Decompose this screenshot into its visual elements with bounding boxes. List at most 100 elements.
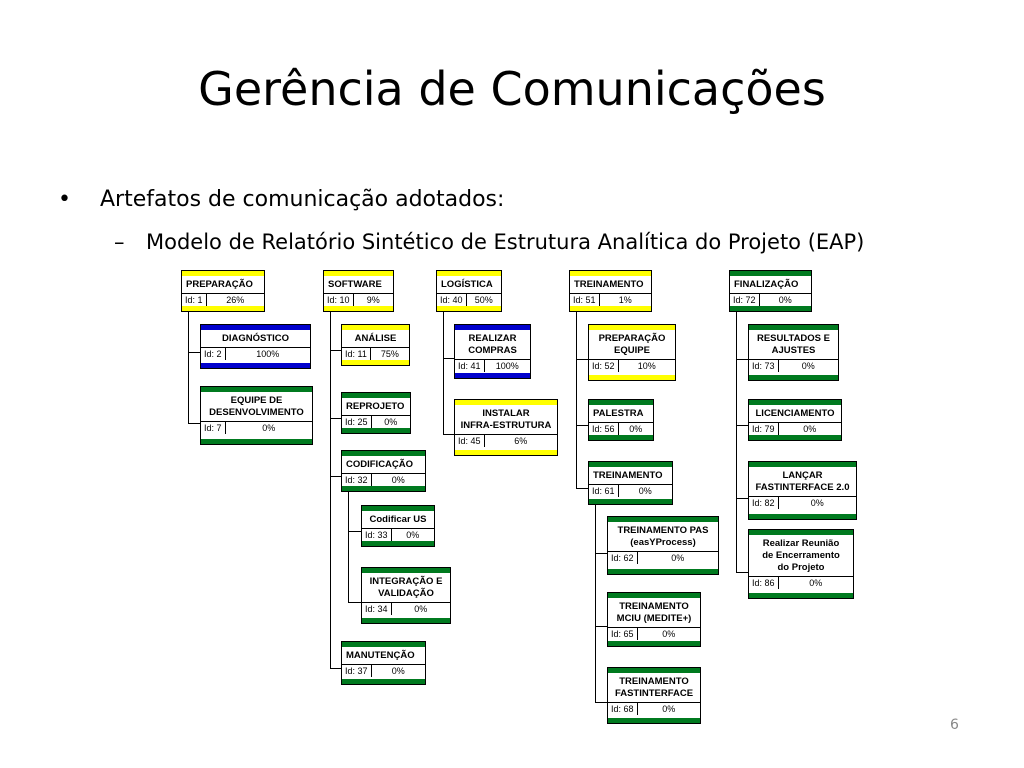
connector-line: [348, 492, 349, 603]
connector-line: [576, 488, 588, 489]
task-meta-row: Id: 86 0%: [749, 576, 853, 589]
task-id: Id: 86: [749, 577, 779, 589]
task-name: CODIFICAÇÃO: [346, 459, 414, 470]
status-bar-bottom: [608, 641, 700, 646]
connector-line: [736, 425, 748, 426]
connector-line: [736, 572, 748, 573]
task-id: Id: 65: [608, 628, 638, 640]
task-id: Id: 10: [324, 294, 354, 306]
bullet-level-1: •Artefatos de comunicação adotados:: [58, 187, 504, 212]
task-name: EQUIPE DE DESENVOLVIMENTO: [209, 395, 304, 418]
status-bar-top: [342, 393, 410, 398]
status-bar-bottom: [730, 306, 811, 311]
task-percent-complete: 0%: [809, 578, 823, 588]
status-bar-bottom: [342, 679, 425, 684]
bullet-level-2: –Modelo de Relatório Sintético de Estrut…: [114, 230, 864, 254]
connector-line: [330, 350, 341, 351]
task-id: Id: 41: [455, 360, 485, 372]
status-bar-bottom: [749, 435, 841, 440]
connector-line: [595, 626, 607, 627]
status-bar-top: [589, 325, 675, 330]
task-percent-complete: 0%: [391, 666, 405, 676]
status-bar-bottom: [182, 306, 264, 311]
task-id: Id: 56: [589, 423, 619, 435]
status-bar-top: [201, 325, 310, 330]
status-bar-bottom: [455, 373, 530, 378]
task-meta-row: Id: 37 0%: [342, 664, 425, 677]
status-bar-top: [342, 325, 409, 330]
task-id: Id: 2: [201, 348, 226, 360]
task-name: TREINAMENTO MCIU (MEDITE+): [616, 601, 692, 624]
task-percent-complete: 0%: [262, 423, 276, 433]
task-percent-complete: 0%: [778, 295, 792, 305]
status-bar-bottom: [201, 363, 310, 368]
task-name: Codificar US: [369, 514, 427, 525]
status-bar-top: [570, 271, 651, 276]
task-name: TREINAMENTO: [574, 279, 644, 290]
task-id: Id: 1: [182, 294, 207, 306]
connector-line: [595, 505, 596, 703]
status-bar-top: [455, 325, 530, 330]
task-meta-row: Id: 1 26%: [182, 293, 264, 306]
task-percent-complete: 0%: [662, 704, 676, 714]
task-name: SOFTWARE: [328, 279, 382, 290]
status-bar-top: [455, 400, 557, 405]
task-id: Id: 73: [749, 360, 779, 372]
status-bar-top: [342, 451, 425, 456]
status-bar-top: [749, 462, 856, 467]
task-meta-row: Id: 40 50%: [437, 293, 501, 306]
status-bar-bottom: [749, 593, 853, 598]
task-percent-complete: 0%: [391, 475, 405, 485]
status-bar-top: [608, 668, 700, 673]
status-bar-bottom: [589, 435, 653, 440]
status-bar-top: [362, 568, 450, 573]
connector-line: [576, 312, 577, 489]
task-percent-complete: 50%: [474, 295, 493, 305]
task-id: Id: 33: [362, 529, 392, 541]
connector-line: [330, 476, 341, 477]
task-percent-complete: 26%: [226, 295, 245, 305]
status-bar-bottom: [589, 499, 672, 504]
task-id: Id: 37: [342, 665, 372, 677]
task-name: REALIZAR COMPRAS: [468, 333, 517, 356]
task-name: RESULTADOS E AJUSTES: [756, 333, 830, 356]
connector-line: [188, 352, 200, 353]
task-name: Realizar Reunião de Encerramento do Proj…: [762, 538, 840, 573]
connector-line: [443, 358, 454, 359]
task-percent-complete: 0%: [629, 424, 643, 434]
status-bar-top: [324, 271, 393, 276]
status-bar-top: [749, 400, 841, 405]
task-id: Id: 40: [437, 294, 467, 306]
status-bar-top: [201, 387, 312, 392]
status-bar-top: [362, 506, 434, 511]
task-meta-row: Id: 56 0%: [589, 422, 653, 435]
task-name: MANUTENÇÃO: [346, 650, 415, 661]
task-percent-complete: 1%: [618, 295, 632, 305]
task-percent-complete: 0%: [414, 604, 428, 614]
